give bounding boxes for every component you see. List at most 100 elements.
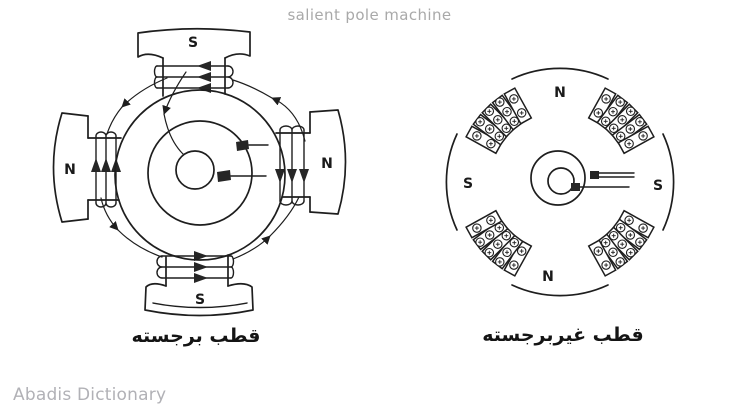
conductor-cross-icon xyxy=(487,233,492,237)
rotor-slot xyxy=(465,209,503,239)
rotor-slot xyxy=(465,125,503,155)
conductor-cross-icon xyxy=(637,240,642,245)
field-coil-left xyxy=(91,131,121,208)
watermark: Abadis Dictionary xyxy=(13,385,167,405)
conductor-cross-icon xyxy=(611,233,616,238)
conductor-cross-icon xyxy=(628,250,633,255)
rotor-slot xyxy=(472,113,509,146)
left-machine-pole-label-bottom: S xyxy=(195,292,205,308)
rotor-slot xyxy=(596,233,629,270)
conductor-cross-icon xyxy=(495,242,500,247)
page-title: salient pole machine xyxy=(287,6,452,24)
conductor-cross-icon xyxy=(596,110,601,115)
conductor-cross-icon xyxy=(511,263,516,268)
conductor-cross-icon xyxy=(641,226,646,231)
conductor-cross-icon xyxy=(488,218,493,223)
conductor-cross-icon xyxy=(627,141,632,146)
left-machine: S N N S xyxy=(52,27,347,317)
right-machine-pole-label-right: S xyxy=(653,178,663,194)
conductor-cross-icon xyxy=(618,225,623,230)
conductor-cross-icon xyxy=(511,96,516,101)
conductor-cross-icon xyxy=(495,117,500,122)
conductor-cross-icon xyxy=(628,109,633,114)
conductor-cross-icon xyxy=(519,110,524,115)
conductor-cross-icon xyxy=(497,259,502,264)
rotor-slot xyxy=(587,87,617,125)
conductor-cross-icon xyxy=(474,226,479,231)
conductor-cross-icon xyxy=(604,263,609,268)
conductor-cross-icon xyxy=(474,133,479,138)
conductor-cross-icon xyxy=(512,240,517,245)
conductor-cross-icon xyxy=(628,233,633,237)
conductor-cross-icon xyxy=(603,119,608,124)
rotor-slots xyxy=(465,87,655,277)
rotor-slot xyxy=(611,218,648,251)
rotor-slot xyxy=(503,239,533,277)
rotor-slot xyxy=(611,113,648,146)
left-machine-caption: قطب برجسته xyxy=(131,325,261,347)
conductor-cross-icon xyxy=(637,119,642,124)
conductor-cross-icon xyxy=(512,119,517,124)
rotor-pole-arcs xyxy=(445,67,675,297)
field-coil-right xyxy=(275,125,309,206)
conductor-cross-icon xyxy=(618,134,623,139)
field-coil-top xyxy=(153,61,234,93)
conductor-cross-icon xyxy=(596,249,601,254)
conductor-cross-icon xyxy=(487,127,492,131)
shaft xyxy=(530,150,586,206)
rotor-slot xyxy=(472,218,509,251)
conductor-cross-icon xyxy=(504,233,509,238)
rotor-slot xyxy=(491,233,524,270)
brush-upper xyxy=(236,140,269,151)
rotor-slot xyxy=(481,103,516,138)
conductor-cross-icon xyxy=(505,109,509,114)
conductor-cross-icon xyxy=(628,127,633,131)
conductor-cross-icon xyxy=(497,100,502,105)
conductor-cross-icon xyxy=(488,141,493,146)
conductor-cross-icon xyxy=(603,240,608,245)
rotor-slot xyxy=(617,209,655,239)
right-machine-pole-label-left: S xyxy=(463,176,473,192)
right-machine: N S S N xyxy=(445,67,675,297)
conductor-cross-icon xyxy=(618,259,623,264)
conductor-cross-icon xyxy=(504,126,509,131)
conductor-cross-icon xyxy=(620,117,625,122)
rotor-slot xyxy=(491,94,524,131)
rotor-slot xyxy=(587,239,617,277)
brush-upper xyxy=(590,171,635,179)
rotor-slot xyxy=(617,125,655,155)
conductor-cross-icon xyxy=(611,109,615,114)
conductor-cross-icon xyxy=(505,250,509,255)
conductor-cross-icon xyxy=(618,100,623,105)
conductor-cross-icon xyxy=(620,242,625,247)
right-machine-pole-label-bottom: N xyxy=(542,269,554,285)
conductor-cross-icon xyxy=(497,134,502,139)
conductor-cross-icon xyxy=(604,96,609,101)
conductor-cross-icon xyxy=(487,250,492,255)
rotor-slot xyxy=(604,103,639,138)
conductor-cross-icon xyxy=(478,240,483,245)
conductor-cross-icon xyxy=(627,218,632,223)
left-machine-pole-label-left: N xyxy=(64,162,76,178)
rotor-slot xyxy=(596,94,629,131)
conductor-cross-icon xyxy=(487,109,492,114)
brush-lower xyxy=(217,170,267,182)
conductor-cross-icon xyxy=(519,249,524,254)
right-machine-caption: قطب غیربرجسته xyxy=(482,324,644,346)
conductor-cross-icon xyxy=(611,126,616,131)
rotor-slot xyxy=(481,226,516,261)
field-coil-bottom xyxy=(156,251,235,283)
left-machine-pole-label-top: S xyxy=(188,35,198,51)
flux-lines xyxy=(100,71,306,260)
conductor-cross-icon xyxy=(611,250,615,255)
conductor-cross-icon xyxy=(641,133,646,138)
armature xyxy=(114,89,286,261)
conductor-cross-icon xyxy=(497,225,502,230)
right-machine-pole-label-top: N xyxy=(554,85,566,101)
left-machine-pole-label-right: N xyxy=(321,156,333,172)
rotor-slot xyxy=(503,87,533,125)
pole-shoe-bottom xyxy=(144,254,254,317)
rotor-slot xyxy=(604,226,639,261)
brush-lower xyxy=(571,183,630,191)
